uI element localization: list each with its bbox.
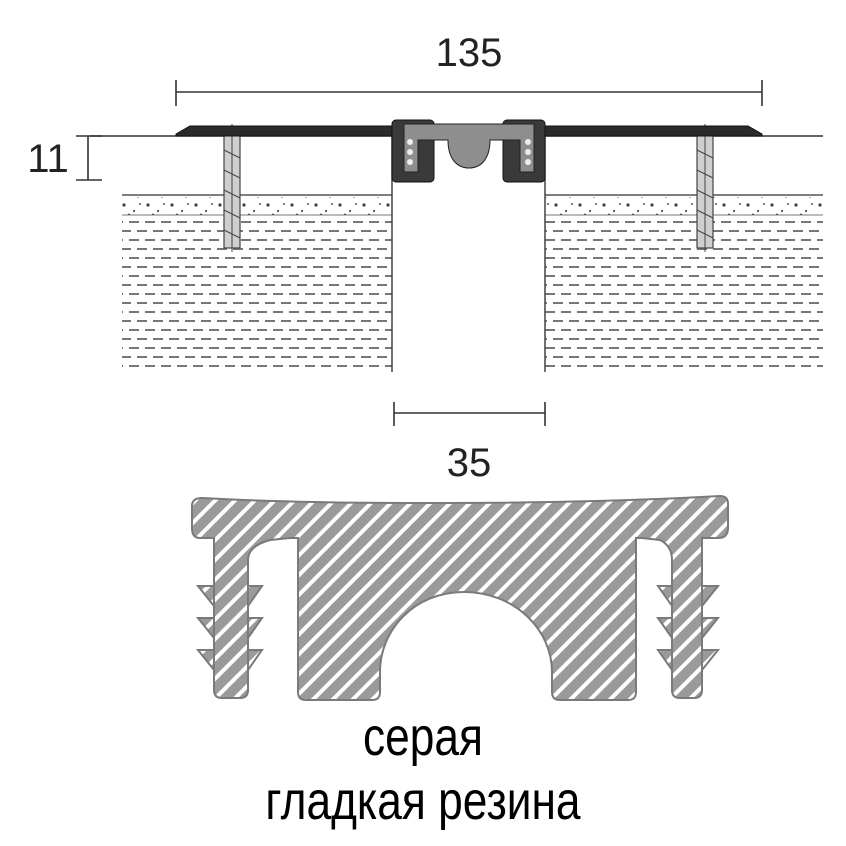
anchor-screw-left — [223, 124, 241, 252]
rubber-insert-body — [191, 494, 729, 701]
rubber-insert-barbs-left — [195, 585, 264, 674]
dimension-total-width-label: 135 — [436, 31, 503, 75]
caption-material: гладкая резина — [265, 771, 581, 831]
substrate-left — [122, 136, 393, 372]
rubber-insert-teeth — [407, 139, 531, 165]
dimension-profile-height: 11 — [27, 135, 102, 181]
caption-color: серая — [362, 707, 484, 767]
dimension-joint-width-label: 35 — [447, 441, 492, 485]
dimension-joint-width: 35 — [393, 402, 546, 485]
rubber-insert-barbs-right — [656, 585, 721, 674]
dimension-profile-height-label: 11 — [27, 137, 69, 181]
cross-section-view: 135 11 35 — [27, 31, 823, 485]
rubber-insert-profile — [191, 494, 729, 701]
anchor-screw-right — [696, 124, 714, 252]
substrate-right — [544, 136, 823, 372]
rubber-insert-section — [403, 123, 535, 173]
dimension-total-width: 135 — [175, 31, 763, 106]
